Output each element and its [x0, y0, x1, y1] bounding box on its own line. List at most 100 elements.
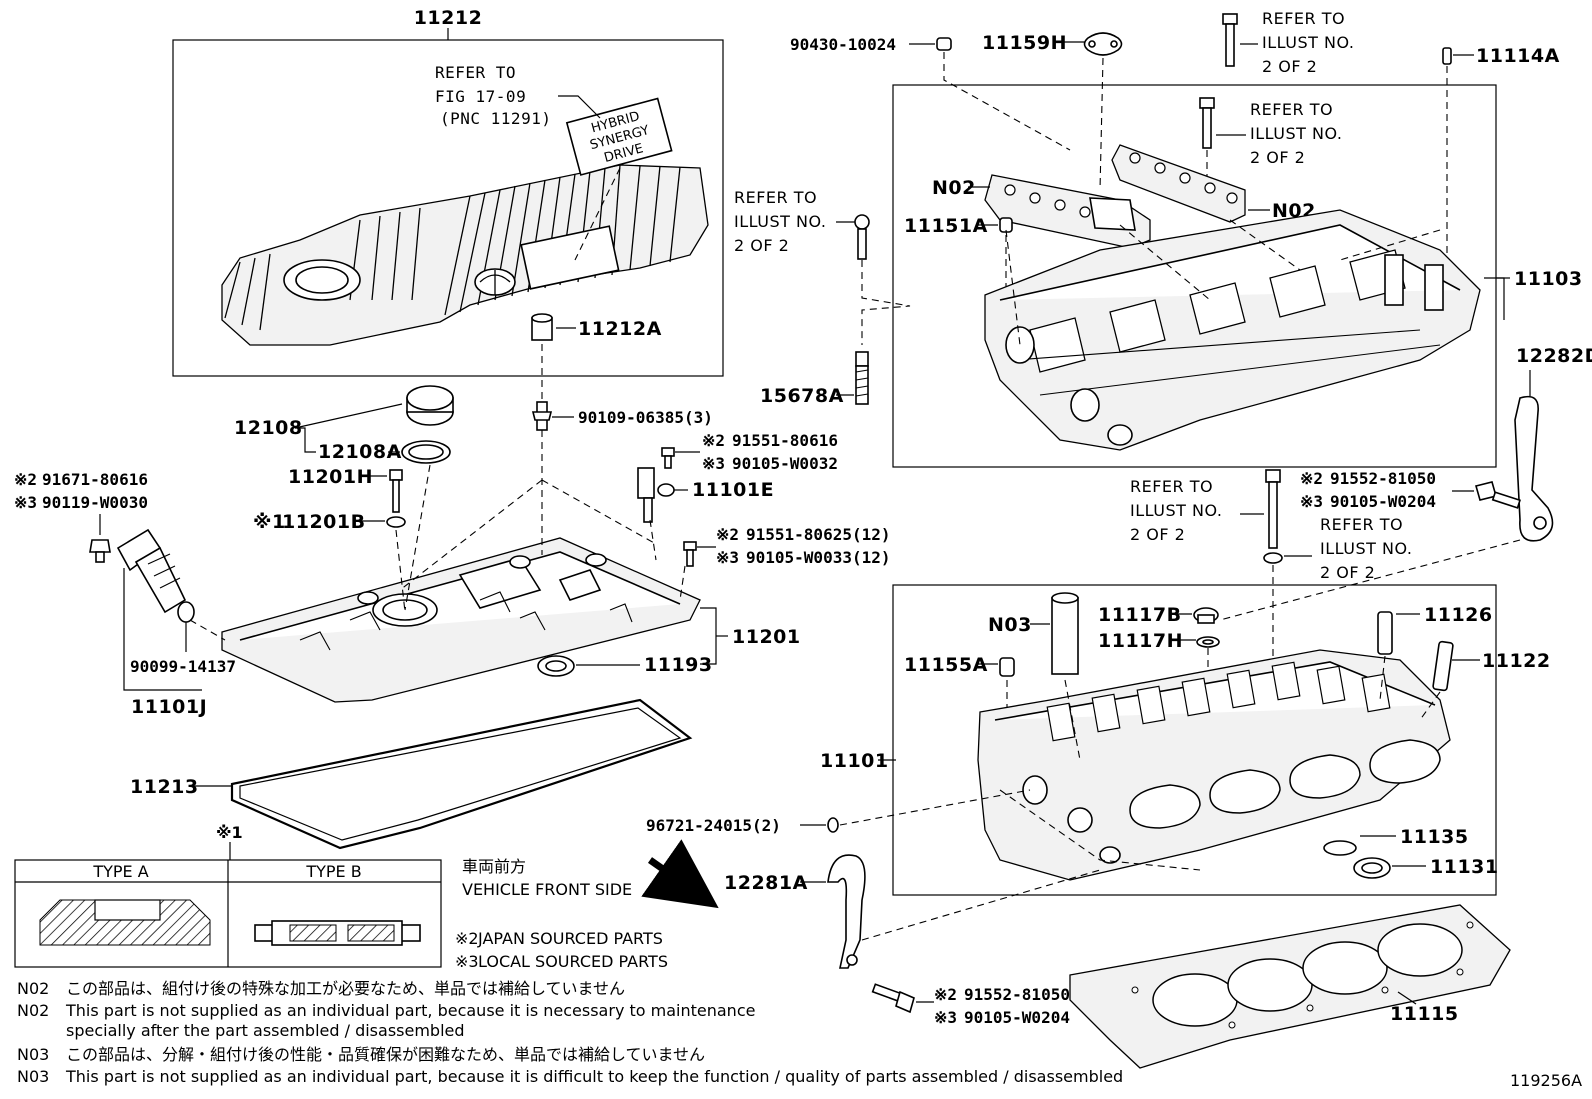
part-label-11151a[interactable]: 11151A	[904, 215, 988, 237]
part-label-11101e[interactable]: 11101E	[692, 479, 774, 501]
part-label-n03[interactable]: N03	[988, 614, 1032, 636]
type-b-label: TYPE B	[305, 862, 361, 881]
mark1-label-type: ※1	[216, 823, 243, 842]
pin-11114a[interactable]	[1442, 47, 1452, 65]
retainer-11159h[interactable]	[1083, 32, 1123, 56]
bolt-91552-upper[interactable]	[1475, 481, 1521, 509]
part-label-n02-left[interactable]: N02	[932, 177, 976, 199]
legend-japan-sourced: JAPAN SOURCED PARTS	[477, 929, 663, 948]
cylinder-head[interactable]	[977, 649, 1451, 881]
part-label-11101[interactable]: 11101	[820, 750, 889, 772]
part-label-90105b[interactable]: 90105-W0033(12)	[746, 548, 891, 567]
note-n02-en2: specially after the part assembled / dis…	[66, 1021, 465, 1040]
part-label-90109[interactable]: 90109-06385(3)	[578, 408, 713, 427]
gasket-11135[interactable]	[1323, 840, 1357, 856]
mark2-label-91552b: ※2	[934, 985, 957, 1004]
part-label-11103[interactable]: 11103	[1514, 268, 1583, 290]
part-label-90105c[interactable]: 90105-W0204	[1330, 492, 1436, 511]
part-label-11159h[interactable]: 11159H	[982, 32, 1067, 54]
washer-11201b[interactable]	[386, 516, 406, 528]
bolt-91552-lower[interactable]	[871, 983, 915, 1014]
part-label-91551a[interactable]: 91551-80616	[732, 431, 838, 450]
part-label-11131[interactable]: 11131	[1430, 856, 1499, 878]
refer-fig-line3: (PNC 11291)	[440, 109, 551, 128]
note-n02-code-jp: N02	[17, 979, 49, 998]
bearing-cap-left[interactable]	[984, 174, 1151, 249]
pin-11151a[interactable]	[999, 217, 1013, 233]
cylinder-head-gasket[interactable]	[1069, 904, 1511, 1069]
oil-filler-cap[interactable]	[406, 385, 454, 426]
mark2-legend: ※2	[455, 929, 479, 948]
gasket-90430[interactable]	[936, 37, 952, 51]
part-label-11122[interactable]: 11122	[1482, 650, 1551, 672]
refer-fig-line2: FIG 17-09	[435, 87, 526, 106]
part-label-12282d[interactable]: 12282D	[1516, 345, 1592, 367]
stud-90109[interactable]	[531, 401, 553, 431]
washer-11117h[interactable]	[1196, 636, 1220, 648]
part-label-11115[interactable]: 11115	[1390, 1003, 1459, 1025]
bolt-11201h[interactable]	[389, 469, 403, 513]
part-label-91551b[interactable]: 91551-80625(12)	[746, 525, 891, 544]
part-label-90105d[interactable]: 90105-W0204	[964, 1008, 1070, 1027]
part-label-15678a[interactable]: 15678A	[760, 385, 844, 407]
pin-11155a[interactable]	[999, 657, 1015, 677]
part-label-11117h[interactable]: 11117H	[1098, 630, 1183, 652]
mark3-label-90105d: ※3	[934, 1008, 957, 1027]
part-label-96721[interactable]: 96721-24015(2)	[646, 816, 781, 835]
part-label-90099[interactable]: 90099-14137	[130, 657, 236, 676]
stud-15678a[interactable]	[855, 351, 869, 405]
part-label-91552a[interactable]: 91552-81050	[1330, 469, 1436, 488]
head-cover-gasket[interactable]	[230, 698, 693, 850]
engine-hanger-12282d[interactable]	[1514, 395, 1554, 542]
part-label-11135[interactable]: 11135	[1400, 826, 1469, 848]
spark-plug-tube-gasket[interactable]	[537, 655, 575, 677]
part-label-12281a[interactable]: 12281A	[724, 872, 808, 894]
part-label-11201h[interactable]: 11201H	[288, 466, 373, 488]
camshaft-housing[interactable]	[984, 209, 1481, 451]
legend-local-sourced: LOCAL SOURCED PARTS	[478, 952, 668, 971]
mark1-label-11201b: ※1	[253, 511, 286, 533]
bolt-91551-a[interactable]	[661, 447, 675, 469]
engine-hanger-12281a[interactable]	[827, 854, 866, 969]
part-label-90105a[interactable]: 90105-W0032	[732, 454, 838, 473]
grommet-11212a[interactable]	[531, 313, 553, 341]
part-label-11201[interactable]: 11201	[732, 626, 801, 648]
guide-11126[interactable]	[1377, 611, 1393, 655]
part-label-11117b[interactable]: 11117B	[1098, 604, 1182, 626]
part-label-91552b[interactable]: 91552-81050	[964, 985, 1070, 1004]
cap-gasket[interactable]	[401, 440, 451, 464]
mark3-label-90119: ※3	[14, 493, 37, 512]
part-label-11193[interactable]: 11193	[644, 654, 713, 676]
bearing-cap-right[interactable]	[1111, 144, 1246, 223]
bolt-91551-b[interactable]	[683, 541, 697, 567]
bolt-inner-refer	[1199, 97, 1215, 149]
seal-11117b[interactable]	[1193, 607, 1219, 624]
gasket-11131[interactable]	[1353, 857, 1391, 879]
part-label-11213[interactable]: 11213	[130, 776, 199, 798]
part-label-90430[interactable]: 90430-10024	[790, 35, 896, 54]
seal-96721[interactable]	[827, 817, 839, 833]
part-label-11155a[interactable]: 11155A	[904, 654, 988, 676]
mark2-label-91671: ※2	[14, 470, 37, 489]
cylinder-head-cover[interactable]	[221, 537, 701, 703]
engine-cover[interactable]	[221, 164, 709, 346]
part-label-12108a[interactable]: 12108A	[318, 441, 402, 463]
mark2-label-91552a: ※2	[1300, 469, 1323, 488]
refer-e-line1: REFER TO	[1130, 477, 1213, 496]
part-label-12108[interactable]: 12108	[234, 417, 303, 439]
cam-position-sensor[interactable]	[637, 467, 675, 523]
part-n03[interactable]	[1051, 592, 1079, 675]
oil-control-valve[interactable]	[116, 528, 195, 623]
part-label-11126[interactable]: 11126	[1424, 604, 1493, 626]
part-label-11212[interactable]: 11212	[414, 7, 483, 29]
part-label-11201b[interactable]: 11201B	[282, 511, 366, 533]
refer-d-line1: REFER TO	[1320, 515, 1403, 534]
part-label-11212a[interactable]: 11212A	[578, 318, 662, 340]
part-label-90119[interactable]: 90119-W0030	[42, 493, 148, 512]
part-label-91671[interactable]: 91671-80616	[42, 470, 148, 489]
guide-11122[interactable]	[1432, 640, 1454, 692]
part-label-11101j[interactable]: 11101J	[131, 696, 207, 718]
bolt-91671[interactable]	[89, 539, 111, 563]
part-label-11114a[interactable]: 11114A	[1476, 45, 1560, 67]
refer-d-line2: ILLUST NO.	[1320, 539, 1412, 558]
